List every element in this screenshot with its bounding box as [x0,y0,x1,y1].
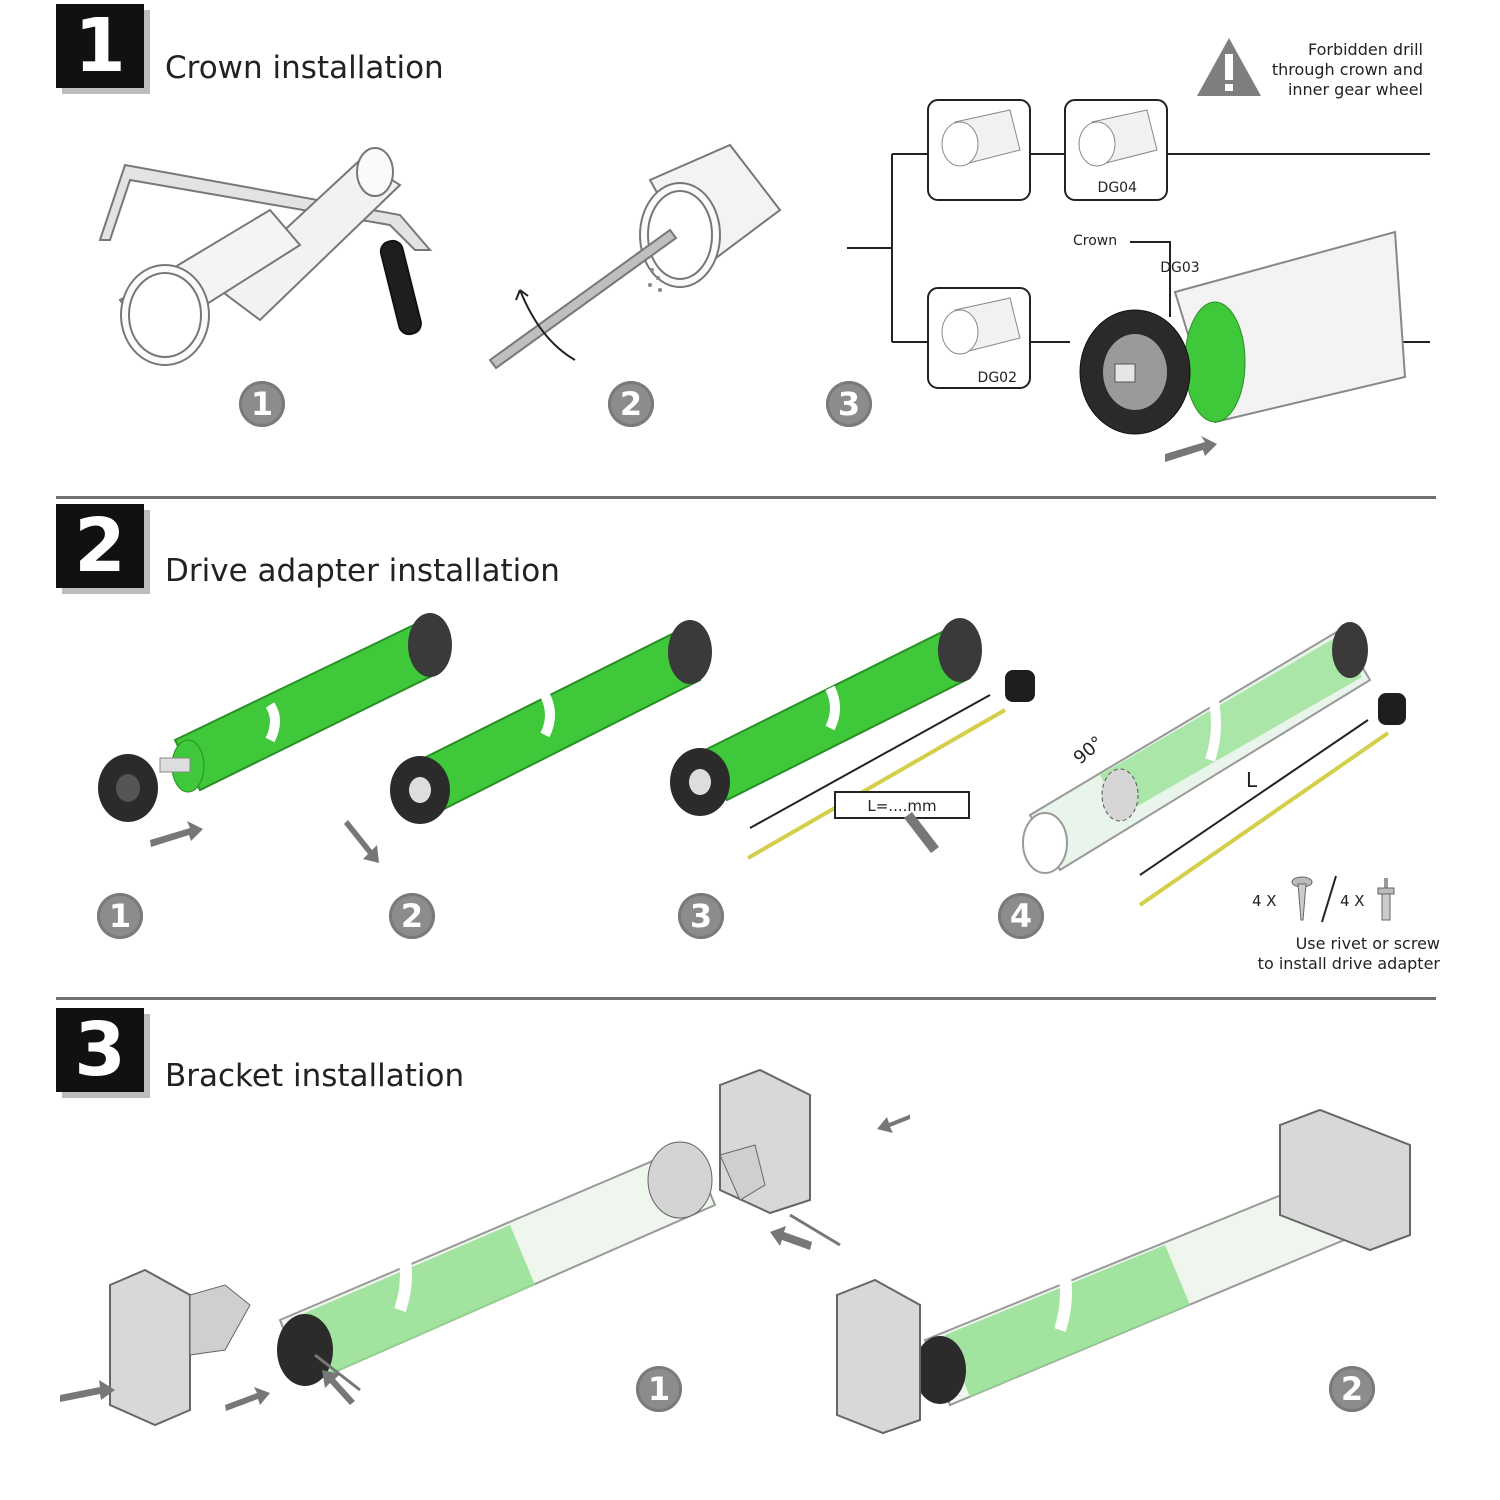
rivet-icon [1377,878,1395,921]
crown-label: Crown [1073,233,1117,249]
tube-option-dg03 [927,99,1031,201]
bracket-assembled-illustration [836,1108,1411,1435]
rivet-count: 4 X [1340,892,1365,910]
step-2-badge: 2 [608,381,654,427]
forbidden-drill-warning: Forbidden drill through crown and inner … [1255,40,1423,100]
section-divider-2 [56,997,1436,1000]
section-number-1: 1 [56,4,144,88]
crown-selection-diagram: DG03 DG04 DG02 Crown [847,99,1430,462]
note-line-1: Use rivet or screw [1295,934,1440,953]
length-label: L [1246,768,1258,792]
tube-option-dg04 [1064,99,1168,201]
rivet-screw-icons: 4 X 4 X [1252,875,1395,923]
drive-adapter-note: Use rivet or screw to install drive adap… [1240,934,1440,974]
step-4-badge-drive: 4 [998,893,1044,939]
section-divider-1 [56,496,1436,499]
section-number-3: 3 [56,1008,144,1092]
tube-option-dg02 [927,287,1031,389]
tube-insertion-illustration: 90° L [1022,622,1406,907]
motor-step-3 [670,618,1035,860]
screw-count: 4 X [1252,892,1277,910]
step-3-badge-drive: 3 [678,893,724,939]
note-line-2: to install drive adapter [1257,954,1440,973]
tube-label-dg04: DG04 [1098,180,1138,196]
tube-label-dg03: DG03 [1160,260,1199,276]
section-title-crown-installation: Crown installation [165,50,444,86]
warning-line-1: Forbidden drill [1307,40,1423,59]
measure-label: L=....mm [867,797,936,815]
drive-adapter-motor-illustrations: L=....mm [98,613,1035,863]
hacksaw-cutting-tube-illustration [98,147,433,366]
file-deburring-illustration [488,143,782,370]
warning-line-2: through crown and [1271,60,1423,79]
screw-icon [1291,876,1313,921]
warning-line-3: inner gear wheel [1287,80,1423,99]
step-1-badge-bracket: 1 [636,1366,682,1412]
section-number-2: 2 [56,504,144,588]
step-1-badge: 1 [239,381,285,427]
section-title-bracket-installation: Bracket installation [165,1058,465,1094]
section-title-drive-adapter-installation: Drive adapter installation [165,553,560,589]
motor-step-1 [98,613,452,822]
step-1-badge-drive: 1 [97,893,143,939]
step-3-badge: 3 [826,381,872,427]
warning-icon [1197,38,1261,96]
tube-label-dg02: DG02 [978,370,1017,386]
bracket-exploded-illustration [60,1068,910,1427]
angle-label: 90° [1070,732,1108,769]
motor-step-2 [390,620,712,824]
step-2-badge-drive: 2 [389,893,435,939]
step-2-badge-bracket: 2 [1329,1366,1375,1412]
motor-head-with-crown [1079,230,1407,435]
